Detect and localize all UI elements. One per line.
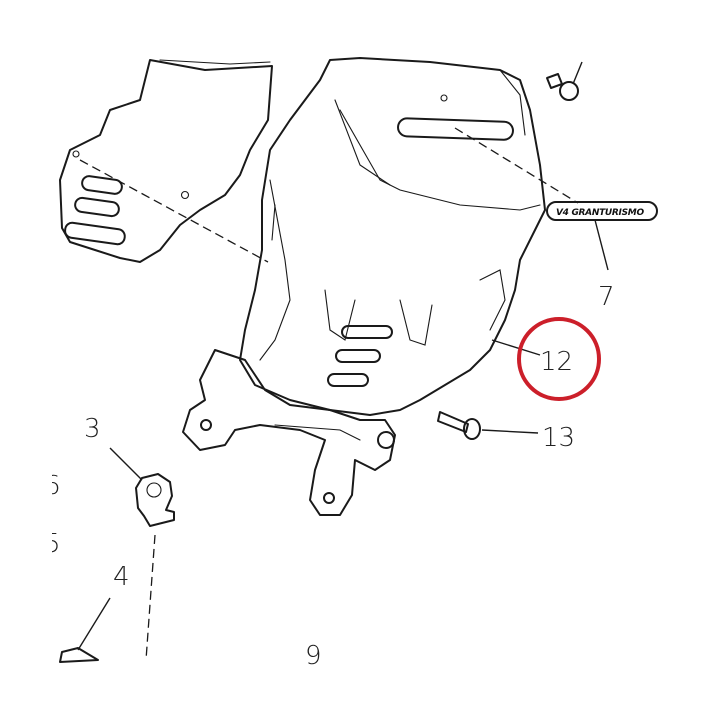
leader-badge-dashed [454, 127, 579, 204]
decal-badge-part-7: V4 GRANTURISMO [546, 201, 658, 221]
highlight-ring [517, 317, 601, 401]
leader-clip-dashed [145, 534, 156, 661]
callout-13: 13 [542, 423, 575, 453]
leader-callout-4 [77, 597, 111, 651]
clip-part-3 [109, 447, 175, 527]
leader-callout-12 [491, 339, 541, 356]
screw-top-right [546, 61, 583, 101]
part-4-fragment [59, 647, 99, 663]
callout-12: 12 [540, 347, 573, 377]
callout-4: 4 [113, 562, 130, 592]
callout-3: 3 [84, 414, 101, 444]
callout-7: 7 [598, 282, 615, 312]
leader-bracket-dashed [79, 159, 269, 263]
lower-mount-part [182, 349, 396, 516]
badge-text: V4 GRANTURISMO [556, 208, 644, 218]
main-cover-part [239, 57, 546, 416]
callout-9: 9 [305, 641, 322, 671]
left-crop-mask [0, 460, 52, 570]
left-bracket-part [59, 59, 273, 263]
bolt-part-13 [437, 411, 539, 440]
leader-callout-7 [594, 219, 609, 271]
